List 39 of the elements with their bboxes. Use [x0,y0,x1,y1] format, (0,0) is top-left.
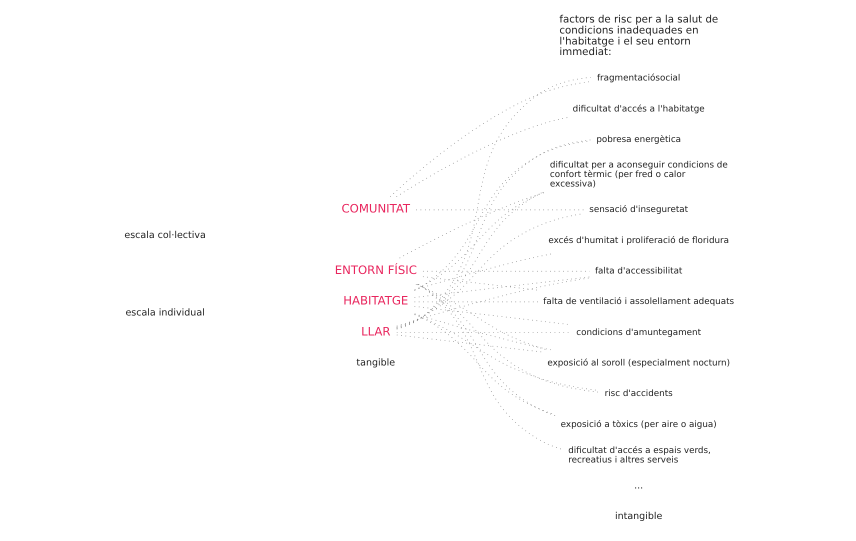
connector [396,140,591,329]
connector [390,81,592,197]
connector [418,284,556,416]
node-text: condicions d'amuntegament [576,328,702,338]
connector [396,278,590,326]
label: factors de risc per a la salut de condicions inadequades en l'habitatge i el seu entorn immediat: [559,14,718,58]
node-text: exposició al soroll (especialment nocturn) [547,358,730,369]
node-text: falta d'accessibilitat [594,266,682,276]
node-text: ENTORN FÍSIC [334,263,417,278]
connector [416,284,600,393]
node-text: LLAR [361,324,390,338]
connector [396,76,591,330]
connector [418,284,563,450]
connector [414,276,590,298]
connector [414,314,553,350]
label: escala individual [125,307,205,318]
connector [416,284,548,350]
connector [422,276,538,291]
connector [396,117,568,198]
connector [396,191,544,328]
label: intangible [615,511,662,522]
connector [414,253,553,290]
node-text: dificultat per a aconseguir condicions de confort tèrmic (per fred o calor excessiva) [550,160,728,190]
node-text: exposició a tòxics (per aire o aigua) [560,420,717,430]
node-text: falta de ventilació i assolellament adequats [543,297,734,308]
node-text: COMUNITAT [342,202,410,216]
label: tangible [356,358,396,369]
node-text: dificultat d'accés a espais verds, recreatius i altres serveis [568,446,711,466]
connector [396,332,571,333]
node-text: fragmentaciósocial [596,74,680,84]
node-text: risc d'accidents [604,389,673,400]
connector [396,334,543,352]
node-text: excés d'humitat i proliferació de floridura [548,236,729,246]
node-text: sensació d'inseguretat [589,205,688,216]
label: escala col·lectiva [124,230,206,241]
node-text: HABITATGE [343,294,408,308]
node-text: pobresa energètica [596,135,682,146]
node-text: dificultat d'accés a l'habitatge [572,104,705,114]
label: ... [634,480,644,492]
